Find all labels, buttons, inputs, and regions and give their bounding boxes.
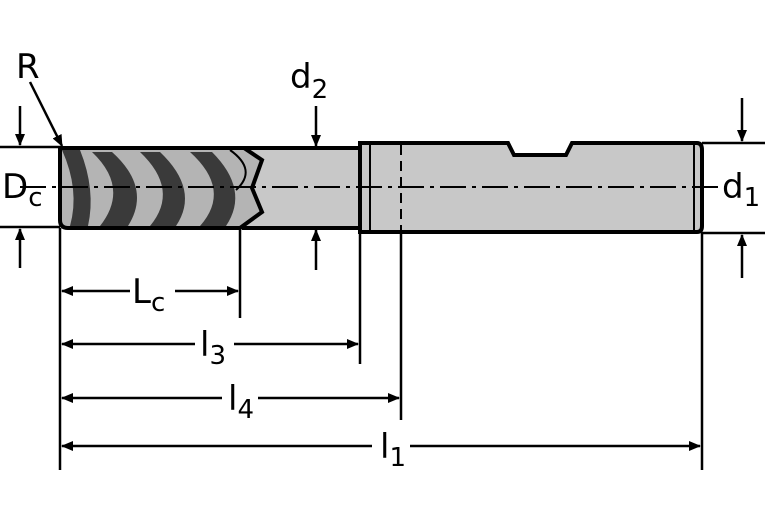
r-leader — [28, 81, 64, 147]
flute-4 — [190, 152, 236, 226]
label-d1: d1 — [722, 167, 760, 213]
label-r: R — [16, 47, 40, 87]
label-dc: Dc — [2, 167, 42, 213]
label-l3: l3 — [200, 325, 226, 371]
extension-lines — [0, 141, 765, 470]
flute-2 — [92, 152, 137, 226]
label-d2: d2 — [290, 57, 328, 105]
label-l1: l1 — [380, 427, 406, 473]
label-l4: l4 — [228, 379, 254, 425]
flute-3 — [140, 152, 185, 226]
label-lc: Lc — [132, 272, 165, 318]
